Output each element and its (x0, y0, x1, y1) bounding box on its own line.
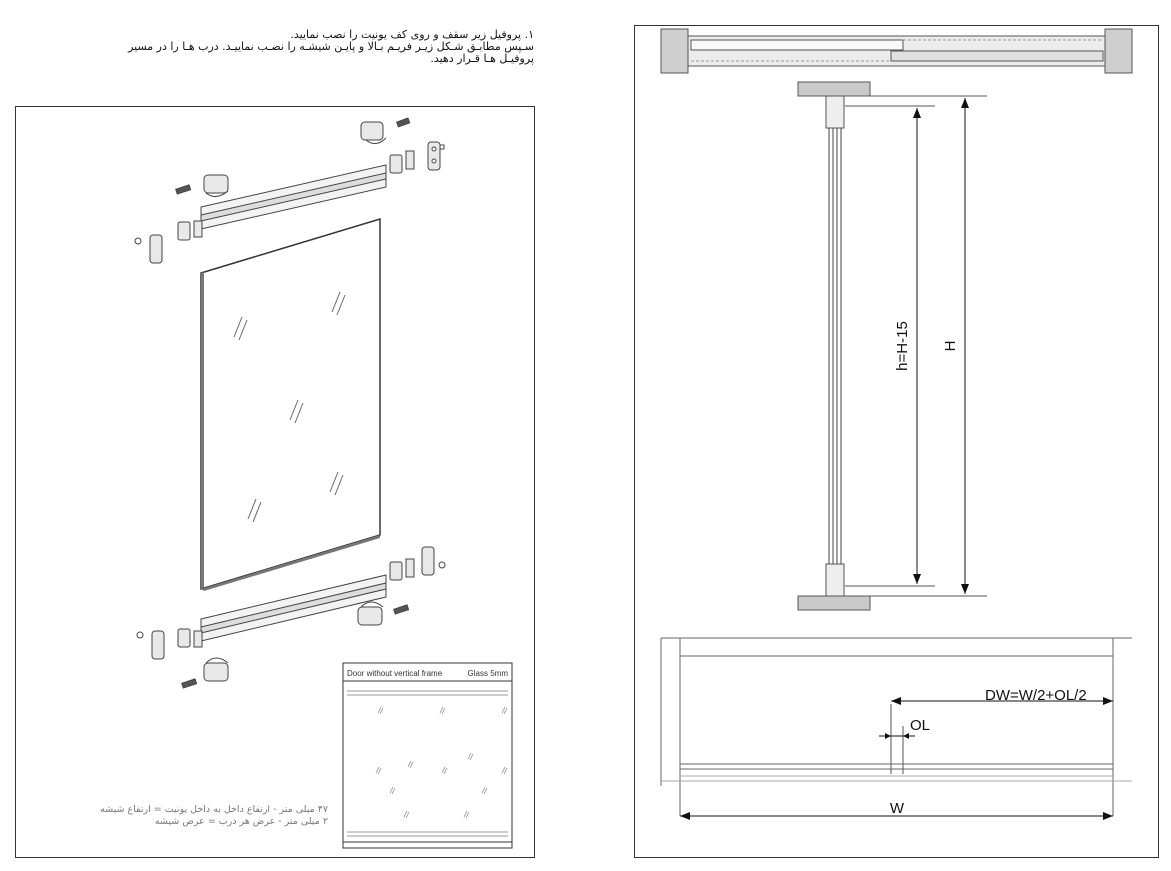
instruction-text: ۱. پروفیل زیر سقف و روی کف یونیت را نصب … (14, 29, 534, 65)
unit-height-label: H (942, 341, 959, 352)
assembly-drawing: Door without vertical frame Glass 5mm (134, 117, 513, 849)
side-section-view: h=H-15 H (797, 81, 987, 611)
inset-left-label: Door without vertical frame (347, 669, 443, 678)
instruction-line-3: پروفیـل هـا قـرار دهید. (430, 52, 534, 65)
inset-diagram: Door without vertical frame Glass 5mm (342, 662, 513, 849)
bottom-plan-view (660, 637, 1132, 820)
glass-reflection-marks (233, 291, 346, 523)
assembly-diagram-panel: Door without vertical frame Glass 5mm ۴۷… (15, 106, 535, 858)
bottom-rail (200, 574, 387, 642)
inset-right-label: Glass 5mm (468, 669, 509, 678)
top-plan-view (660, 28, 1133, 74)
overlap-label: OL (910, 717, 930, 734)
glass-panel (200, 217, 381, 591)
glass-height-label: h=H-15 (894, 321, 911, 371)
instruction-line-2: سـپس مطابـق شـکل زیـر فریـم بـالا و پایـ… (128, 40, 534, 53)
instruction-line-1: ۱. پروفیل زیر سقف و روی کف یونیت را نصب … (290, 28, 534, 41)
unit-width-label: W (890, 800, 905, 817)
top-hardware (134, 117, 445, 264)
top-rail (200, 164, 387, 230)
door-width-label: DW=W/2+OL/2 (985, 687, 1087, 704)
glass-width-note: ۲ میلی متر - عرض هر درب = عرض شیشه (154, 816, 328, 827)
dimension-drawing: h=H-15 H DW=W/2+OL/2 OL (660, 28, 1133, 820)
dimension-diagram-panel: h=H-15 H DW=W/2+OL/2 OL (634, 25, 1159, 858)
glass-height-note: ۴۷ میلی متر - ارتفاع داخل به داخل یونیت … (100, 804, 328, 815)
bottom-hardware (136, 546, 446, 689)
